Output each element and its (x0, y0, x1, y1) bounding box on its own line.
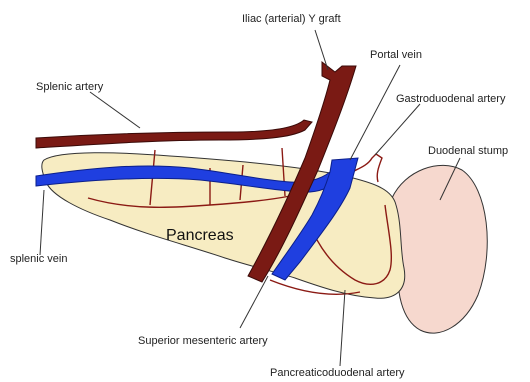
label-iliac-graft: Iliac (arterial) Y graft (242, 13, 341, 25)
label-splenic-artery: Splenic artery (36, 81, 104, 93)
splenic-artery (36, 120, 312, 148)
label-pancreas: Pancreas (166, 227, 234, 244)
label-gastroduodenal-artery: Gastroduodenal artery (396, 93, 506, 105)
label-splenic-vein: splenic vein (10, 253, 67, 265)
label-portal-vein: Portal vein (370, 49, 422, 61)
label-pancreaticoduodenal-artery: Pancreaticoduodenal artery (270, 367, 405, 379)
label-duodenal-stump: Duodenal stump (428, 145, 508, 157)
duodenal-stump-shape (390, 165, 487, 333)
label-superior-mesenteric-artery: Superior mesenteric artery (138, 335, 268, 347)
